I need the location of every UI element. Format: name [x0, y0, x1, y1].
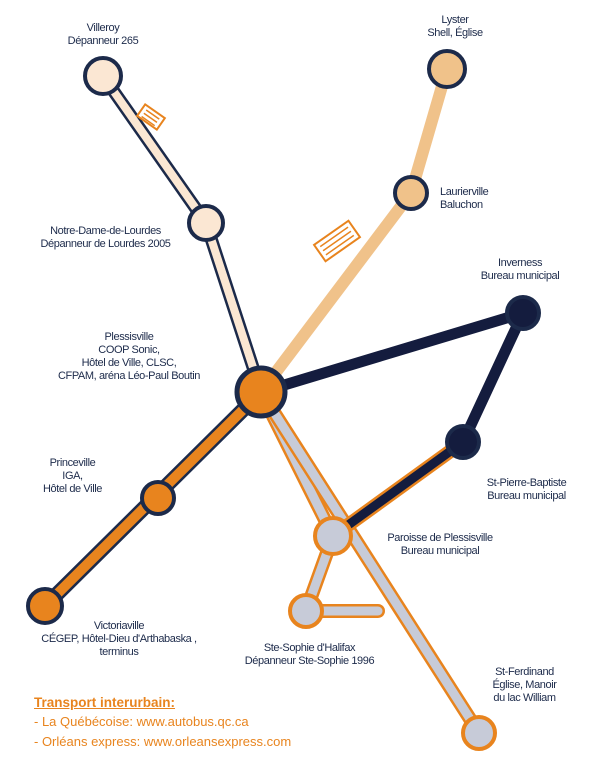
footer: Transport interurbain: - La Québécoise: … [34, 693, 291, 752]
stops [26, 49, 541, 751]
stop-paroisse[interactable] [313, 516, 353, 556]
label-laurierville: Laurierville Baluchon [440, 186, 489, 211]
label-notre-dame: Notre-Dame-de-Lourdes Dépanneur de Lourd… [40, 225, 171, 250]
stop-plessisville[interactable] [234, 365, 288, 419]
stop-inverness[interactable] [505, 295, 541, 331]
stop-victoriaville[interactable] [26, 587, 64, 625]
stop-st-pierre[interactable] [445, 424, 481, 460]
label-princeville: Princeville IGA, Hôtel de Ville [42, 457, 102, 495]
stop-notre-dame[interactable] [187, 204, 225, 242]
label-lyster: Lyster Shell, Église [427, 14, 483, 39]
label-victoriaville: Victoriaville CÉGEP, Hôtel-Dieu d'Arthab… [41, 620, 197, 658]
label-st-ferdinand: St-Ferdinand Église, Manoir du lac Willi… [492, 666, 557, 704]
stop-villeroy[interactable] [83, 56, 123, 96]
route-sign-icon [135, 102, 167, 132]
stop-laurierville[interactable] [393, 175, 429, 211]
stop-st-ferdinand[interactable] [461, 715, 497, 751]
label-paroisse: Paroisse de Plessisville Bureau municipa… [387, 532, 493, 557]
footer-link-orleans[interactable]: - Orléans express: www.orleansexpress.co… [34, 734, 292, 749]
footer-title: Transport interurbain: [34, 695, 176, 710]
bus-icon [312, 219, 362, 263]
label-plessisville: Plessisville COOP Sonic, Hôtel de Ville,… [57, 331, 201, 382]
label-ste-sophie: Ste-Sophie d'Halifax Dépanneur Ste-Sophi… [244, 642, 375, 667]
label-villeroy: Villeroy Dépanneur 265 [67, 22, 139, 47]
stop-princeville[interactable] [140, 480, 176, 516]
stop-lyster[interactable] [427, 49, 467, 89]
label-inverness: Inverness Bureau municipal [480, 257, 560, 282]
footer-link-quebecoise[interactable]: - La Québécoise: www.autobus.qc.ca [34, 714, 249, 729]
stop-ste-sophie[interactable] [288, 593, 324, 629]
label-st-pierre: St-Pierre-Baptiste Bureau municipal [486, 477, 567, 502]
